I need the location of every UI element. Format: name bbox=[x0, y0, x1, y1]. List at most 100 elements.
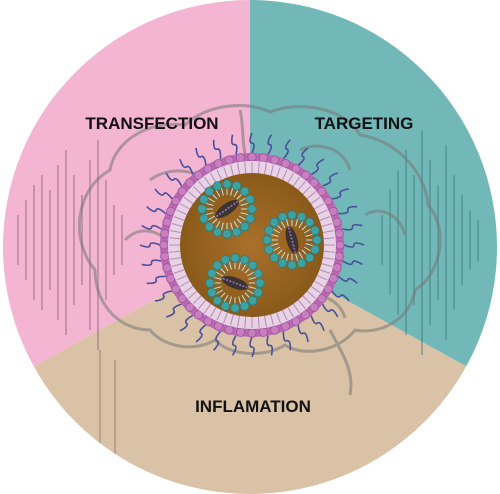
shell-bead bbox=[171, 196, 181, 206]
shell-bead bbox=[213, 159, 223, 169]
label-inflamation: INFLAMATION bbox=[195, 397, 311, 416]
lipid-tail bbox=[170, 230, 182, 233]
shell-bead bbox=[235, 153, 246, 163]
peg-tail bbox=[165, 303, 182, 318]
lipid-tail bbox=[292, 303, 301, 314]
peg-tail bbox=[266, 335, 274, 356]
lipid-tail bbox=[223, 166, 228, 178]
shell-bead bbox=[235, 327, 246, 337]
shell-bead bbox=[300, 170, 311, 180]
lipid-tail bbox=[314, 280, 325, 287]
segment-targeting bbox=[250, 0, 497, 385]
lipid-tail bbox=[216, 310, 223, 321]
peg-tail bbox=[343, 242, 365, 248]
peg-tail bbox=[141, 259, 162, 267]
lipid-tail bbox=[210, 172, 217, 183]
lipid-tail bbox=[297, 299, 306, 309]
lipid-tail bbox=[223, 312, 228, 324]
lipid-tail bbox=[237, 315, 240, 327]
shell-bead bbox=[270, 325, 280, 335]
lipid-tail bbox=[287, 307, 294, 318]
peg-tail bbox=[146, 206, 167, 215]
shell-bead bbox=[185, 302, 195, 312]
peg-tail bbox=[249, 336, 255, 358]
shell-bead bbox=[258, 327, 269, 337]
lipid-tail bbox=[302, 185, 312, 195]
lipid-tail bbox=[322, 230, 334, 233]
peg-tail bbox=[331, 290, 350, 302]
shell-bead bbox=[171, 284, 181, 294]
peg-tail bbox=[213, 330, 222, 351]
lipid-tail bbox=[169, 250, 181, 253]
lipid-tail bbox=[176, 209, 187, 216]
shell-bead bbox=[162, 217, 172, 227]
shell-bead bbox=[177, 293, 187, 304]
lipid-tail bbox=[179, 280, 190, 287]
shell-bead bbox=[247, 328, 257, 338]
shell-bead bbox=[177, 186, 187, 197]
lipid-tail bbox=[306, 191, 316, 200]
shell-bead bbox=[224, 325, 234, 335]
lipid-tail bbox=[323, 250, 335, 253]
shell-bead bbox=[193, 170, 204, 180]
lipid-tail bbox=[176, 274, 187, 281]
shell-bead bbox=[193, 310, 204, 320]
vesicle bbox=[262, 210, 322, 270]
lipid-tail bbox=[323, 237, 335, 240]
peg-tail bbox=[212, 139, 222, 159]
peg-tail bbox=[154, 290, 173, 302]
lipid-tail bbox=[230, 314, 234, 326]
lipid-tail bbox=[257, 316, 260, 328]
shell-bead bbox=[160, 251, 170, 262]
lipid-tail bbox=[188, 191, 198, 200]
peg-tail bbox=[231, 335, 237, 356]
shell-bead bbox=[281, 321, 291, 331]
shell-bead bbox=[309, 302, 319, 312]
peg-tail bbox=[331, 188, 350, 200]
lipid-tail bbox=[244, 316, 247, 328]
peg-tail bbox=[267, 134, 273, 155]
shell-bead bbox=[166, 206, 176, 216]
shell-bead bbox=[291, 164, 301, 174]
particle-core bbox=[180, 173, 324, 317]
peg-tail bbox=[282, 139, 291, 160]
lipid-tail bbox=[297, 181, 306, 191]
shell-bead bbox=[334, 228, 344, 239]
lipid-tail bbox=[302, 295, 312, 305]
lipid-tail bbox=[179, 203, 190, 210]
lipid-tail bbox=[170, 257, 182, 260]
cargo bbox=[221, 275, 249, 291]
lipid-tail bbox=[169, 237, 181, 240]
shell-bead bbox=[270, 155, 280, 165]
shell-bead bbox=[258, 153, 269, 163]
lipid-tail bbox=[237, 163, 240, 175]
waveform-lines-right bbox=[381, 130, 479, 355]
lipid-tail bbox=[270, 314, 274, 326]
peg-tail bbox=[179, 314, 194, 332]
peg-tail bbox=[342, 223, 363, 231]
peg-tail bbox=[141, 224, 162, 230]
lipid-tail bbox=[276, 312, 281, 324]
shell-bead bbox=[328, 274, 338, 284]
lipid-tail bbox=[183, 196, 194, 205]
peg-tail bbox=[338, 205, 358, 215]
lipid-tail bbox=[173, 216, 185, 221]
shell-bead bbox=[317, 186, 327, 197]
shell-bead bbox=[281, 159, 291, 169]
vesicle bbox=[205, 253, 265, 313]
label-transfection: TRANSFECTION bbox=[85, 114, 218, 133]
label-targeting: TARGETING bbox=[315, 114, 414, 133]
peg-tail bbox=[230, 134, 238, 155]
lipid-tail bbox=[287, 172, 294, 183]
lipid-tail bbox=[188, 290, 198, 299]
shell-bead bbox=[309, 178, 319, 188]
cargo bbox=[285, 226, 299, 254]
peg-tail bbox=[282, 331, 292, 351]
lipid-tail bbox=[257, 162, 260, 174]
lipid-tail bbox=[210, 307, 217, 318]
shell-bead bbox=[334, 251, 344, 262]
lipid-tail bbox=[171, 263, 183, 267]
peg-tail bbox=[146, 275, 166, 285]
